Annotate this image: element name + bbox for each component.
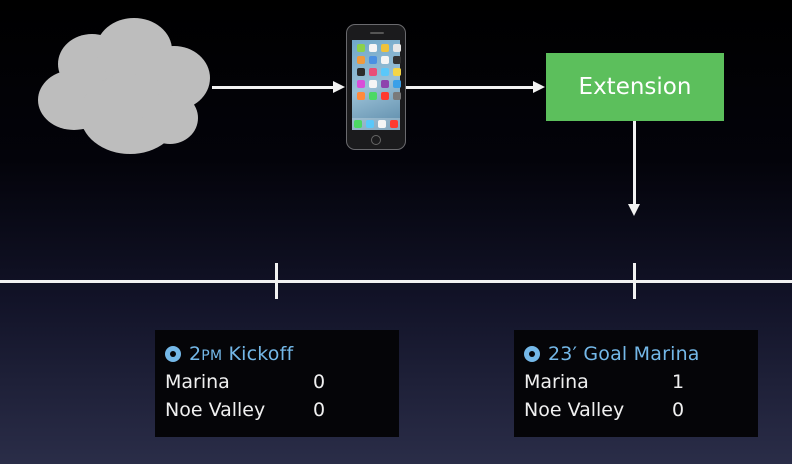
app-icon xyxy=(357,68,365,76)
team-name: Noe Valley xyxy=(165,399,266,421)
app-icon xyxy=(381,68,389,76)
iphone-icon xyxy=(346,24,406,150)
app-icon xyxy=(381,56,389,64)
timeline-entry-card: 23′ Goal Marina Marina 1 Noe Valley 0 xyxy=(514,330,758,437)
timeline-tick-kickoff xyxy=(275,263,278,299)
app-icon xyxy=(369,68,377,76)
app-icon xyxy=(357,44,365,52)
entry-title-rest: Kickoff xyxy=(222,343,294,365)
team-score: 0 xyxy=(313,399,326,421)
entry-title-main: 2 xyxy=(189,343,202,365)
arrow-phone-to-extension-head xyxy=(533,81,545,93)
app-icon xyxy=(357,56,365,64)
phone-home-button xyxy=(371,135,381,145)
timeline-tick-goal xyxy=(633,263,636,299)
app-icon xyxy=(393,44,401,52)
phone-speaker xyxy=(370,32,384,34)
extension-node: Extension xyxy=(546,53,724,121)
app-icon xyxy=(393,92,401,100)
team-score: 1 xyxy=(672,371,685,393)
app-icon xyxy=(369,80,377,88)
score-row: Noe Valley 0 xyxy=(524,396,758,424)
timeline-entry-card: 2PM Kickoff Marina 0 Noe Valley 0 xyxy=(155,330,399,437)
arrow-cloud-to-phone-head xyxy=(333,81,345,93)
soccer-ball-icon xyxy=(165,346,181,362)
app-icon xyxy=(357,80,365,88)
app-icon xyxy=(393,68,401,76)
app-icon xyxy=(393,80,401,88)
team-score: 0 xyxy=(313,371,326,393)
score-row: Marina 1 xyxy=(524,368,758,396)
arrow-phone-to-extension-line xyxy=(406,86,534,89)
team-name: Marina xyxy=(165,371,230,393)
score-row: Marina 0 xyxy=(165,368,399,396)
app-icon xyxy=(381,44,389,52)
app-icon xyxy=(369,44,377,52)
app-icon xyxy=(381,92,389,100)
arrow-cloud-to-phone-line xyxy=(212,86,334,89)
score-row: Noe Valley 0 xyxy=(165,396,399,424)
extension-label: Extension xyxy=(578,74,692,100)
entry-title-main: 23′ Goal Marina xyxy=(548,343,700,365)
phone-dock xyxy=(352,118,400,130)
soccer-ball-icon xyxy=(524,346,540,362)
app-icon xyxy=(357,92,365,100)
app-icon xyxy=(393,56,401,64)
team-name: Noe Valley xyxy=(524,399,625,421)
cloud-icon xyxy=(38,18,210,154)
app-icon xyxy=(381,80,389,88)
app-icon xyxy=(369,92,377,100)
arrow-extension-down-line xyxy=(633,121,636,205)
entry-title: 2PM Kickoff xyxy=(165,340,399,368)
entry-title: 23′ Goal Marina xyxy=(524,340,758,368)
arrow-extension-down-head xyxy=(628,204,640,216)
timeline-axis xyxy=(0,280,792,283)
team-score: 0 xyxy=(672,399,685,421)
phone-screen xyxy=(352,40,401,130)
app-icon xyxy=(369,56,377,64)
entry-title-smallcaps: PM xyxy=(201,348,223,364)
team-name: Marina xyxy=(524,371,589,393)
